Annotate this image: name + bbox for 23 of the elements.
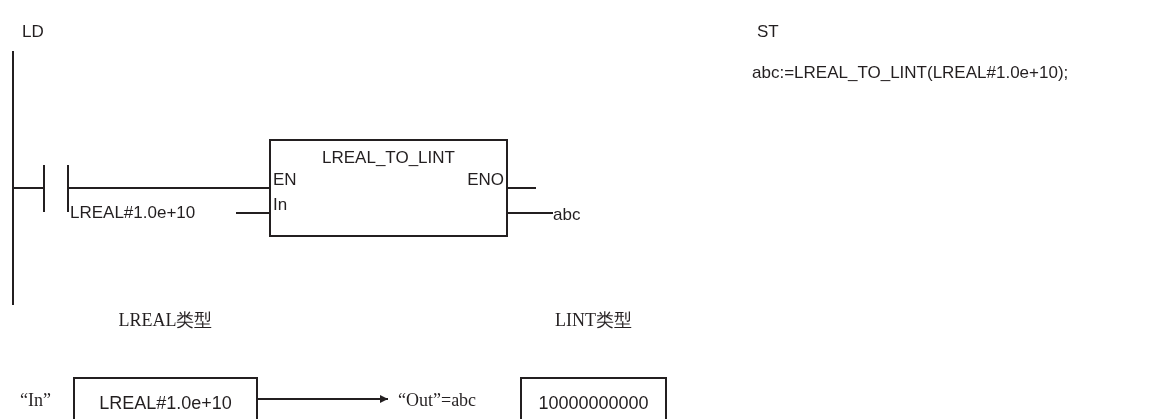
connection-line (13, 187, 44, 189)
operand-label: abc (553, 205, 581, 224)
contact-symbol (43, 165, 69, 212)
value-box: 10000000000 (520, 377, 667, 419)
pin-label: EN (273, 170, 297, 190)
arrow (257, 395, 389, 403)
section-heading: ST (757, 22, 779, 42)
parameter-label: “In” (20, 390, 51, 410)
pin-label: ENO (467, 170, 504, 190)
connection-line (235, 212, 270, 214)
pin-label: In (273, 195, 288, 215)
parameter-label: “Out”=abc (398, 390, 477, 410)
type-heading: LREAL类型 (117, 310, 214, 330)
section-heading: LD (22, 22, 44, 42)
function-block (269, 139, 508, 237)
value-box: LREAL#1.0e+10 (73, 377, 258, 419)
block-title: LREAL_TO_LINT (321, 148, 456, 168)
code-line: abc:=LREAL_TO_LINT(LREAL#1.0e+10); (752, 63, 1069, 83)
connection-line (507, 212, 554, 214)
operand-label: LREAL#1.0e+10 (70, 203, 196, 222)
connection-line (68, 187, 270, 189)
connection-line (507, 187, 537, 189)
type-heading: LINT类型 (554, 310, 633, 330)
